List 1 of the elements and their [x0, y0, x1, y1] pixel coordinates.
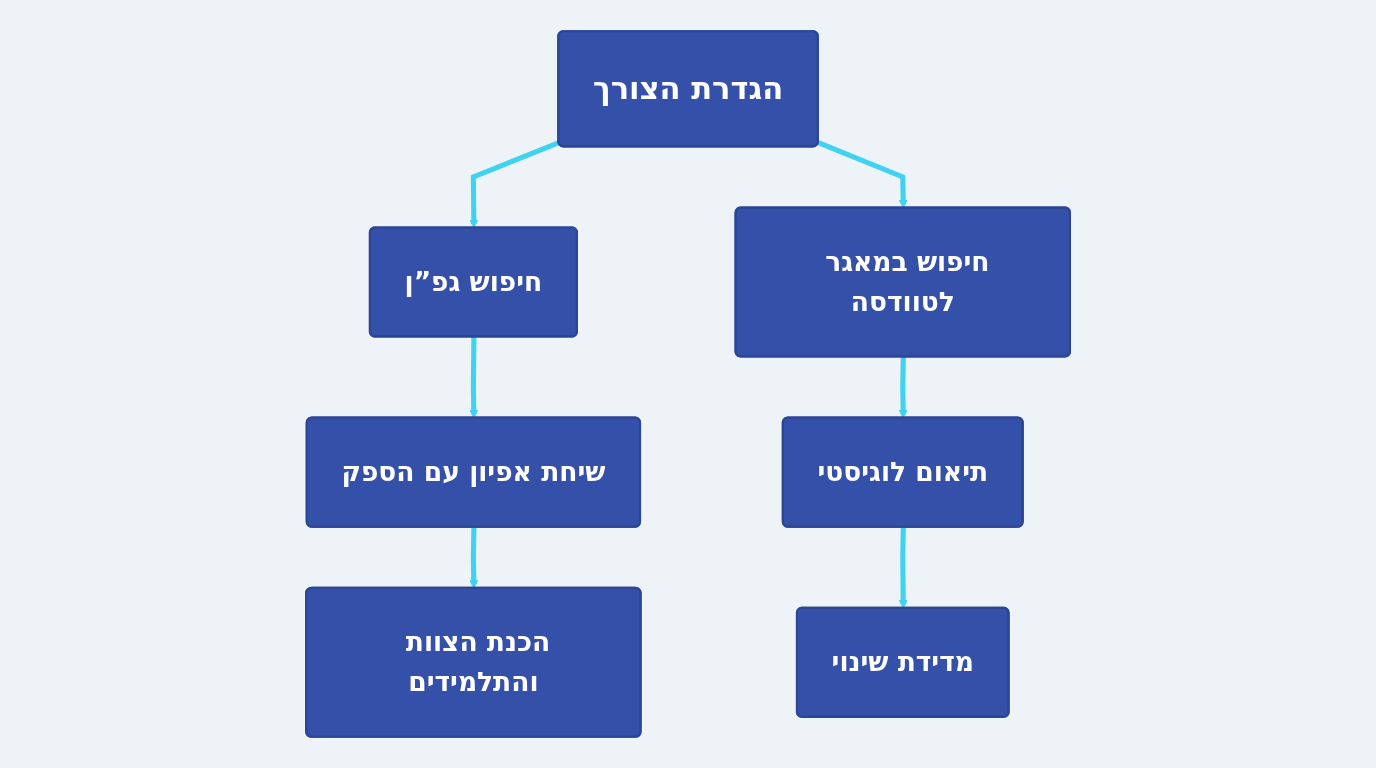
- flowchart: הגדרת הצורך חיפוש גפ”ן חיפוש במאגר לטוודסה שיחת אפיון עם הספק תיאום לוגיסטי הכנת הצוות והתלמידים מדידת שינוי: [297, 23, 1079, 745]
